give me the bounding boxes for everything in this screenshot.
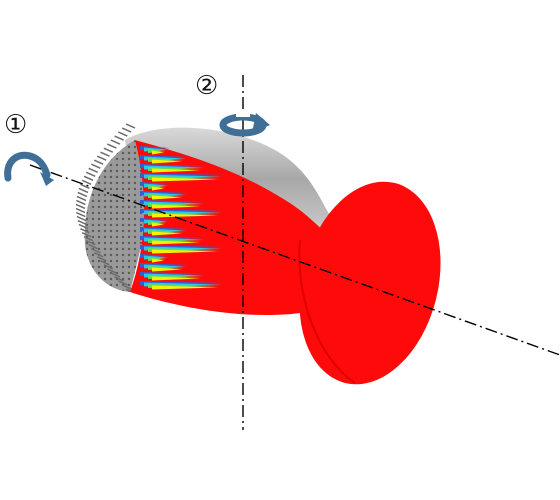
inlet-fin (103, 264, 114, 270)
contour-streak (152, 285, 218, 290)
inlet-fin (91, 248, 101, 254)
axis-1-line (29, 164, 560, 356)
contour-streak (152, 150, 164, 155)
inlet-fin (83, 175, 94, 182)
inlet-fin (121, 284, 132, 290)
curved-rotation-arrow-1-icon (4, 151, 54, 186)
contour-streak (152, 204, 200, 209)
inlet-fin (80, 183, 90, 190)
inlet-fin (77, 191, 88, 198)
axis-2-label: ② (195, 71, 219, 101)
contour-streak (152, 177, 218, 182)
inlet-fin (110, 139, 121, 145)
contour-streak (152, 267, 182, 272)
inlet-fin (76, 199, 86, 206)
inlet-fin (100, 260, 110, 266)
bell-rim-highlight (298, 239, 356, 384)
plume-body (130, 140, 360, 315)
inlet-fin (88, 244, 98, 250)
inlet-fin (76, 195, 87, 202)
inlet-fin (114, 276, 124, 282)
contour-streak (152, 195, 182, 200)
inlet-fins (75, 123, 136, 294)
inlet-fin (100, 151, 110, 157)
inlet-fin (75, 207, 86, 214)
inlet-fin (75, 203, 86, 210)
inlet-fin (85, 240, 96, 246)
inlet-fin (81, 231, 92, 238)
axis-1-label: ① (4, 110, 28, 140)
curved-rotation-arrow-2-icon (219, 110, 270, 137)
inlet-fin (76, 215, 87, 222)
inlet-fin (103, 147, 114, 153)
inlet-fin (107, 143, 117, 149)
contour-streak (152, 258, 164, 263)
inlet-fin (78, 223, 89, 230)
inlet-fin (88, 167, 98, 173)
inlet-fin (80, 227, 90, 234)
inlet-fin (91, 163, 101, 169)
inlet-fin (81, 179, 92, 186)
inlet-fin (110, 272, 121, 278)
inlet-fin (125, 123, 136, 129)
inlet-fin (118, 280, 128, 286)
contour-streak (152, 213, 218, 218)
contour-streak (152, 240, 200, 245)
inlet-fin (121, 127, 132, 133)
contour-streak (152, 231, 182, 236)
inlet-fin (78, 187, 89, 194)
inlet-fin (93, 252, 104, 258)
inlet-face (84, 140, 150, 292)
inlet-fin (93, 159, 104, 165)
inlet-fin (77, 219, 88, 226)
inlet-fin (96, 155, 107, 161)
contour-streak (152, 159, 182, 164)
contour-streak (152, 168, 200, 173)
inlet-fin (114, 135, 124, 141)
contour-streak (152, 222, 164, 227)
inlet-fin (118, 131, 128, 137)
inlet-fin (76, 211, 86, 218)
contour-streak (152, 186, 164, 191)
inlet-fin (96, 256, 107, 262)
nozzle-exit-bell (299, 181, 441, 385)
inlet-fin (83, 235, 94, 242)
inlet-fin (85, 171, 96, 177)
contour-streak (152, 276, 200, 281)
contour-streak (152, 249, 218, 254)
contour-streaks (140, 146, 224, 290)
inlet-fin (107, 268, 117, 274)
